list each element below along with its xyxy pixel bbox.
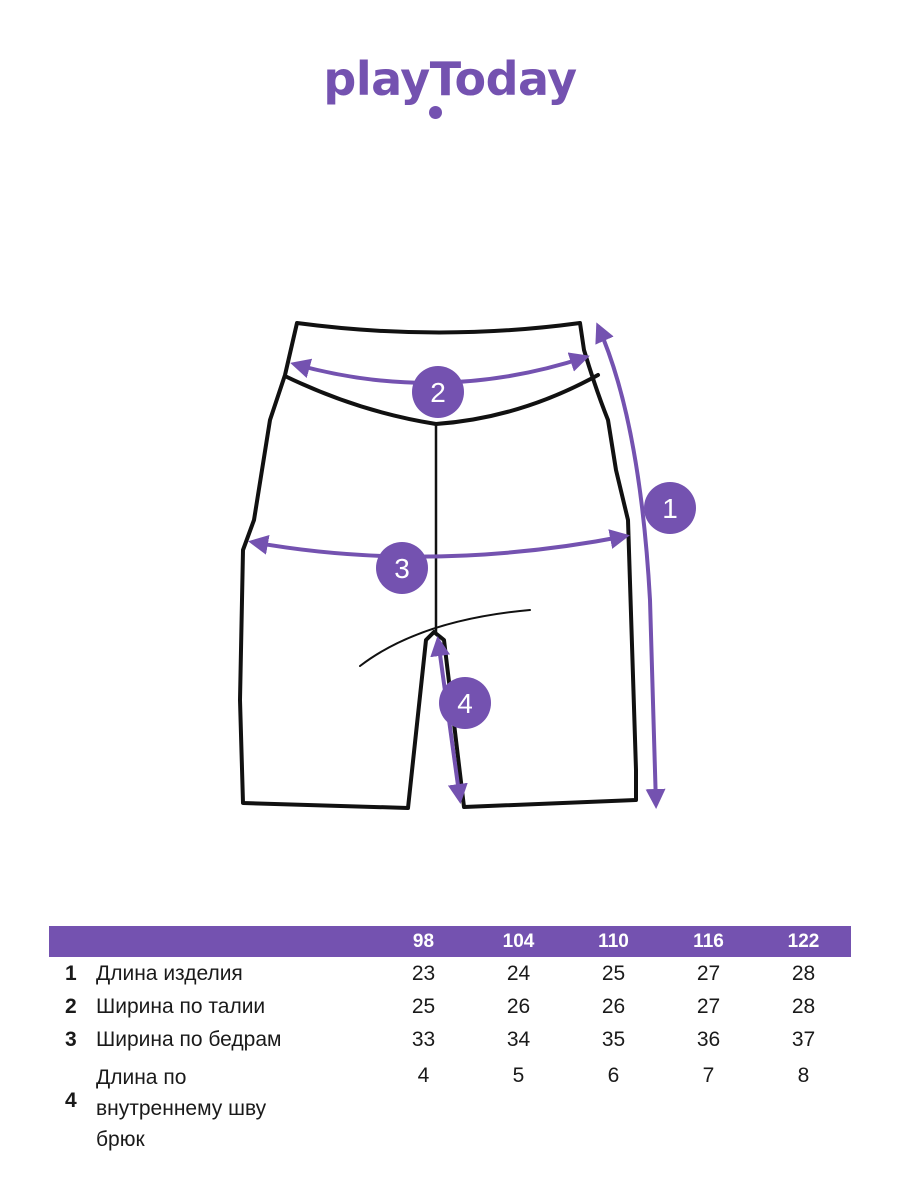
size-header: 110 (566, 926, 661, 957)
measure-line-3 (248, 529, 630, 559)
size-header: 122 (756, 926, 851, 957)
row-value: 27 (696, 961, 721, 985)
row-value: 37 (791, 1027, 816, 1051)
row-value: 33 (411, 1027, 436, 1051)
row-label: Ширина по талии (96, 994, 266, 1018)
row-label: Длина изделия (96, 961, 243, 985)
row-label: Длина по внутреннему шву брюк (96, 1056, 376, 1155)
marker-3: 3 (376, 542, 428, 594)
table-row: 1 Длина изделия 23 24 25 27 28 (49, 957, 851, 990)
row-value: 7 (702, 1064, 715, 1087)
row-value: 5 (512, 1064, 525, 1087)
row-label-line: Длина по (96, 1066, 187, 1089)
row-label-line: внутреннему шву (96, 1097, 267, 1120)
row-value: 25 (411, 994, 436, 1018)
brand-logo: playToday (323, 52, 577, 106)
size-header: 116 (661, 926, 756, 957)
row-value: 36 (696, 1027, 721, 1051)
shorts-diagram: 2 1 3 4 (238, 321, 696, 810)
row-value: 4 (417, 1064, 430, 1087)
row-value: 34 (506, 1027, 531, 1051)
row-value: 35 (601, 1027, 626, 1051)
row-number: 4 (65, 1089, 77, 1112)
row-label-line: брюк (96, 1128, 145, 1151)
row-value: 28 (791, 994, 816, 1018)
logo-dot (429, 106, 442, 119)
table-row: 4 Длина по внутреннему шву брюк 4 5 6 7 … (49, 1056, 851, 1155)
svg-text:2: 2 (430, 377, 446, 408)
row-number: 3 (65, 1027, 77, 1051)
svg-text:1: 1 (662, 493, 678, 524)
shorts-outline (238, 321, 638, 810)
row-value: 24 (506, 961, 531, 985)
row-number: 1 (65, 961, 77, 985)
row-value: 23 (411, 961, 436, 985)
size-header-row: 98 104 110 116 122 (49, 926, 851, 957)
marker-1: 1 (644, 482, 696, 534)
size-table: 98 104 110 116 122 1 Длина изделия 23 24… (49, 926, 851, 1155)
row-value: 27 (696, 994, 721, 1018)
row-value: 8 (797, 1064, 810, 1087)
marker-2: 2 (412, 366, 464, 418)
marker-4: 4 (439, 677, 491, 729)
table-row: 3 Ширина по бедрам 33 34 35 36 37 (49, 1023, 851, 1056)
row-label: Ширина по бедрам (96, 1027, 282, 1051)
table-row: 2 Ширина по талии 25 26 26 27 28 (49, 990, 851, 1023)
svg-text:3: 3 (394, 553, 410, 584)
row-value: 26 (506, 994, 531, 1018)
row-number: 2 (65, 994, 77, 1018)
size-header: 98 (376, 926, 471, 957)
crotch-fold (359, 609, 531, 667)
size-header: 104 (471, 926, 566, 957)
row-value: 6 (607, 1064, 620, 1087)
measure-line-1 (595, 322, 666, 809)
row-value: 26 (601, 994, 626, 1018)
row-value: 25 (601, 961, 626, 985)
row-value: 28 (791, 961, 816, 985)
svg-text:4: 4 (457, 688, 473, 719)
